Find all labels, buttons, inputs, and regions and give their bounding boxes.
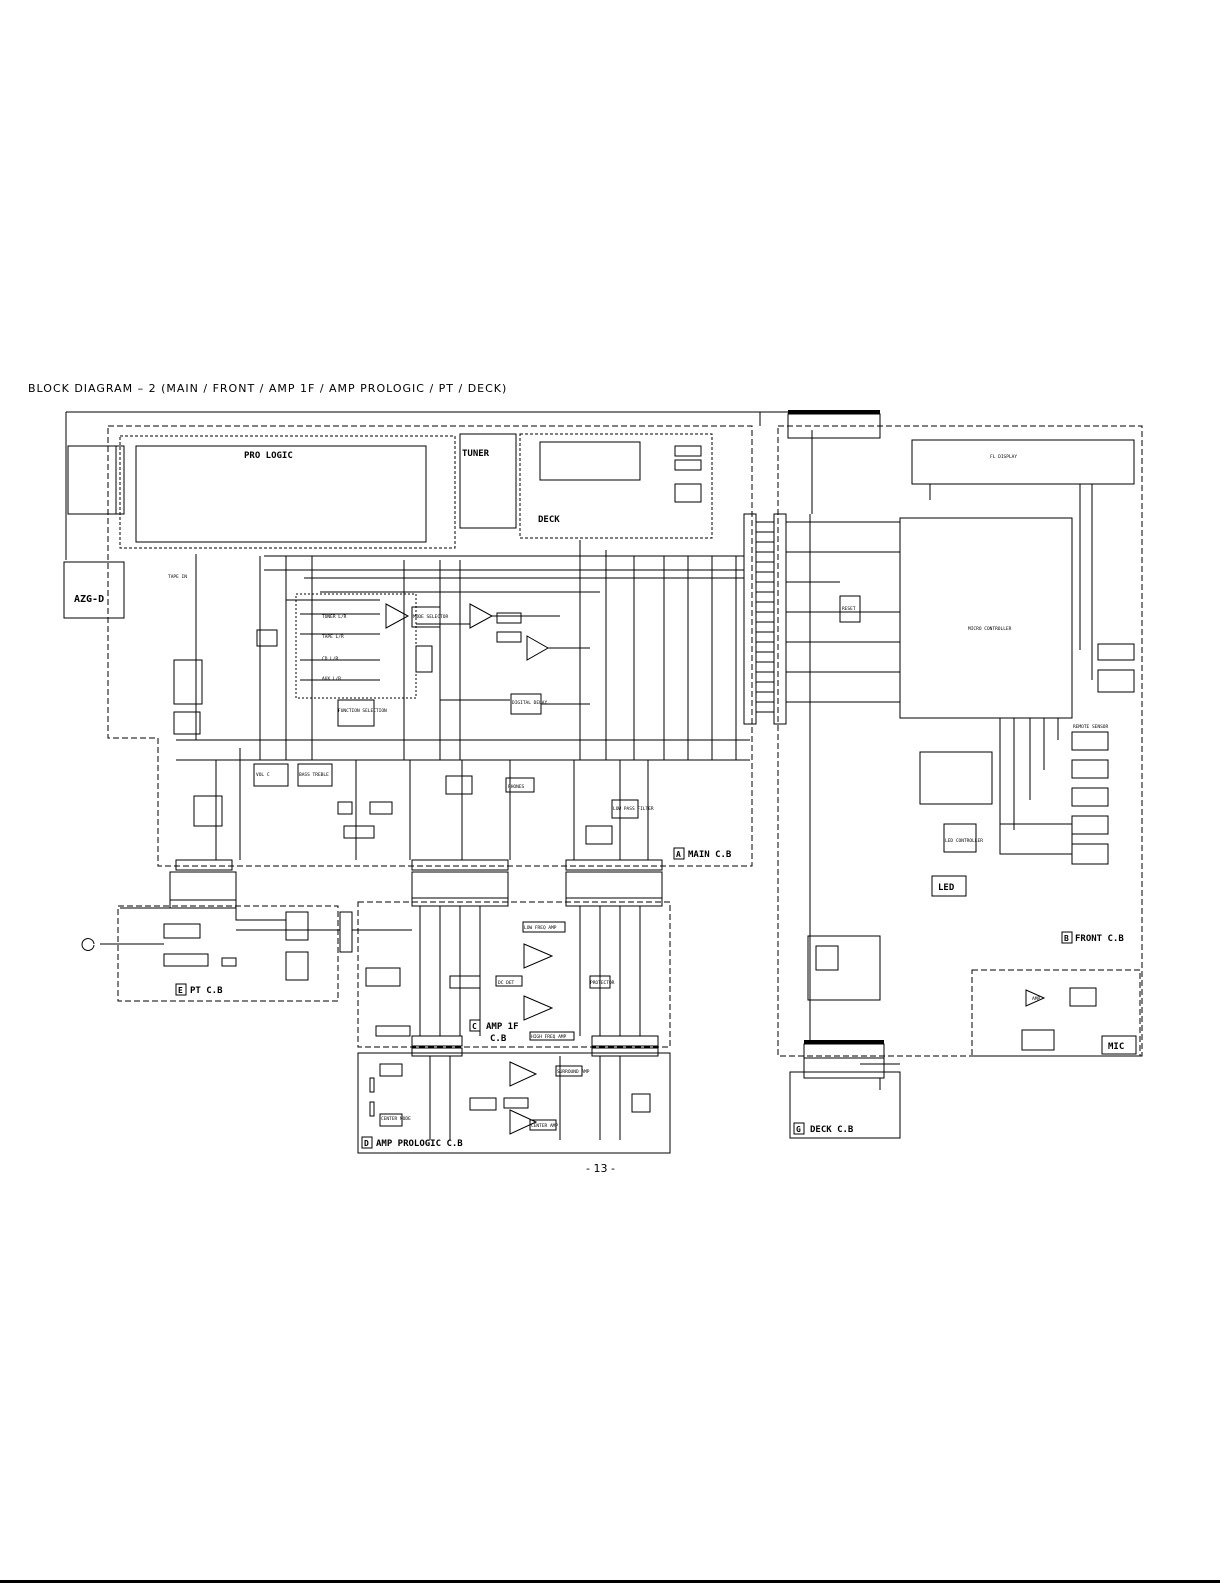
svg-text:DECK C.B: DECK C.B: [810, 1125, 854, 1135]
front-jack-phones: PHONES: [508, 784, 525, 790]
deck-board-outline: [789, 1071, 901, 1139]
svg-text:AMP PROLOGIC C.B: AMP PROLOGIC C.B: [376, 1139, 463, 1149]
svg-text:C.B: C.B: [490, 1034, 507, 1044]
switch-label-cd: CD L/R: [322, 656, 339, 662]
dc-det-label: DC DET: [498, 980, 515, 986]
digital-delay-label: DIGITAL DELAY: [512, 700, 548, 706]
pt-board-outline: [117, 905, 339, 1002]
page-bottom-rule: [0, 1580, 1220, 1583]
svg-text:AMP 1F: AMP 1F: [486, 1022, 519, 1032]
svg-text:FRONT C.B: FRONT C.B: [1075, 934, 1124, 944]
mic-amp-label: AMP: [1032, 996, 1040, 1002]
switch-label-tape: TAPE L/R: [322, 634, 344, 640]
prologic-board-outline: [357, 1052, 671, 1154]
front-board-label: B FRONT C.B: [1061, 931, 1124, 944]
tuner-region: [459, 433, 517, 529]
pro-logic-label: PRO LOGIC: [244, 451, 293, 461]
high-freq-amp-label: HIGH FREQ AMP: [531, 1034, 567, 1040]
svg-text:C: C: [472, 1022, 477, 1031]
diagram-title: BLOCK DIAGRAM – 2 (MAIN / FRONT / AMP 1F…: [28, 382, 508, 395]
svg-text:MAIN C.B: MAIN C.B: [688, 850, 732, 860]
center-mode-label: CENTER MODE: [381, 1116, 411, 1122]
prologic-region: [119, 435, 456, 549]
deck-region: [519, 433, 713, 539]
front-jack-tape-in: TAPE IN: [168, 574, 187, 580]
remote-sensor-label: REMOTE SENSOR: [1073, 724, 1109, 730]
tuner-label: TUNER: [462, 449, 490, 459]
mechanism-box: [63, 561, 125, 619]
center-amp-label: CENTER AMP: [531, 1123, 558, 1129]
svg-text:G: G: [796, 1125, 801, 1134]
bass-treble-label: BASS TREBLE: [299, 772, 329, 778]
vol-c-label: VOL C: [256, 772, 270, 778]
low-pass-filter-label: LOW PASS FILTER: [613, 806, 654, 812]
svg-text:D: D: [364, 1139, 369, 1148]
switch-label-aux: AUX L/R: [322, 676, 341, 682]
main-board-label: A MAIN C.B: [673, 847, 732, 860]
deck-board-label: G DECK C.B: [793, 1122, 854, 1135]
low-freq-amp-label: LOW FREQ AMP: [524, 925, 557, 931]
svg-text:E: E: [178, 986, 183, 995]
led-label: LED: [938, 883, 955, 893]
svg-text:PT C.B: PT C.B: [190, 986, 223, 996]
amp1f-board-label: C AMP 1F C.B: [469, 1019, 519, 1044]
switch-label-tuner: TUNER L/R: [322, 614, 347, 620]
led-controller-label: LED CONTROLLER: [945, 838, 983, 844]
svg-text:B: B: [1064, 934, 1069, 943]
surround-amp-label: SURROUND AMP: [557, 1069, 590, 1075]
protector-label: PROTECTOR: [590, 980, 615, 986]
function-selection-label: FUNCTION SELECTION: [338, 708, 387, 714]
pt-board-label: E PT C.B: [175, 983, 223, 996]
reset-label: RESET: [842, 606, 856, 612]
prologic-board-label: D AMP PROLOGIC C.B: [361, 1136, 463, 1149]
amp1f-board-outline: [357, 901, 671, 1048]
fl-display-label: FL DISPLAY: [990, 454, 1017, 460]
mic-board-outline: [971, 969, 1141, 1057]
mic-board-label: MIC: [1108, 1042, 1124, 1052]
main-board-outline: [107, 425, 753, 867]
micro-controller-label: MICRO CONTROLLER: [968, 626, 1012, 632]
mechanism-label: AZG-D: [74, 594, 104, 605]
svg-text:A: A: [676, 850, 681, 859]
front-board-outline: [777, 425, 1143, 1057]
deck-block-label: DECK: [538, 515, 560, 525]
mode-selector-label: MODE SELECTOR: [413, 614, 449, 620]
page-number: - 13 -: [586, 1162, 615, 1175]
